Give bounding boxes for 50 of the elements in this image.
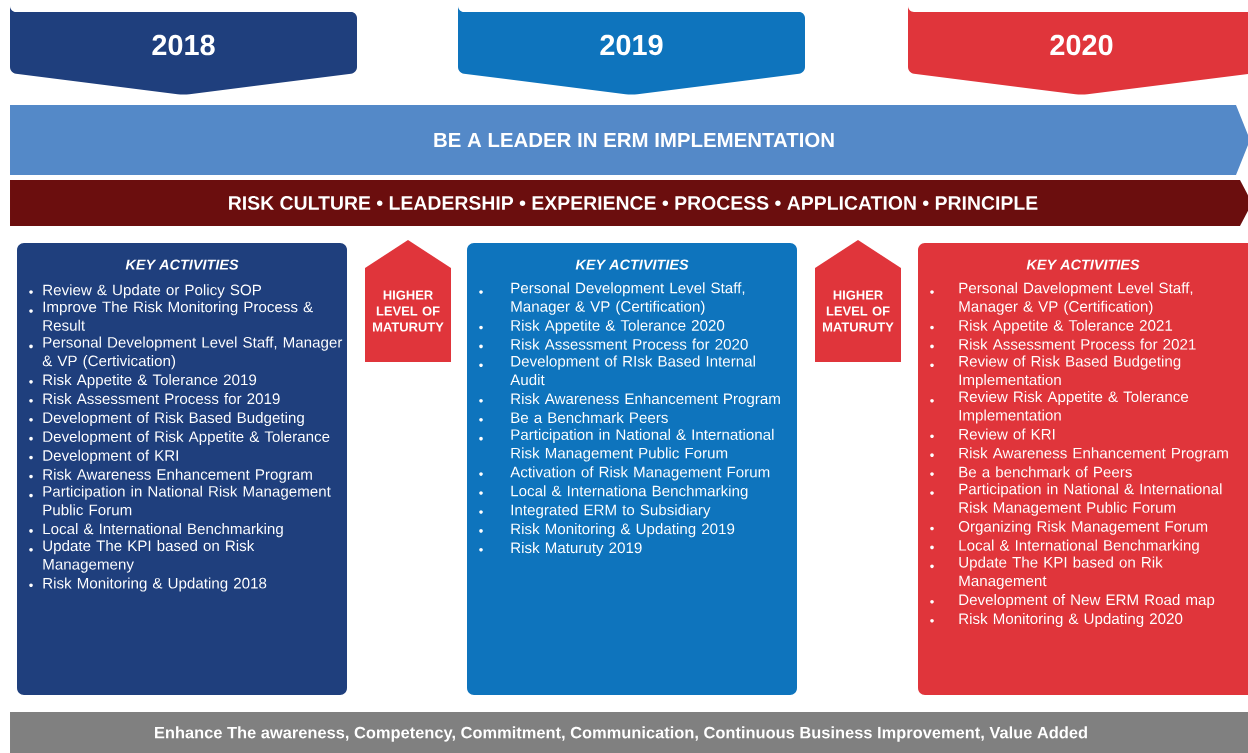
panel-heading: KEY ACTIVITIES <box>1026 259 1140 270</box>
list-item: Be a Benchmark Peers <box>511 411 668 423</box>
list-item: Participation in National & International Risk Management Public Forum <box>959 483 1222 516</box>
list-item: Risk Awareness Enhancement Program <box>511 393 780 408</box>
list-item: Development of New ERM Road map <box>959 594 1215 609</box>
list-item: Risk Appetite & Tolerance 2019 <box>43 374 257 389</box>
list-item: Review Risk Appetite & Tolerance Implementation <box>959 391 1189 424</box>
list-item: Review & Update or Policy SOP <box>43 284 261 299</box>
footer-band: Enhance The awareness, Competency, Commitment, Communication, Continuous Business Improvement, Value Added <box>10 712 1248 753</box>
list-item: Be a benchmark of Peers <box>959 466 1132 478</box>
list-item: Update The KPI based on Rik Management <box>959 556 1163 590</box>
list-item: Risk Appetite & Tolerance 2020 <box>511 319 725 334</box>
year-banner: 2020 <box>908 6 1248 95</box>
list-item: Local & International Benchmarking <box>959 539 1199 554</box>
list-item: Participation in National & International Risk Management Public Forum <box>511 428 774 462</box>
list-item: Local & International Benchmarking <box>43 523 283 538</box>
year-banner: 2019 <box>458 6 805 95</box>
arrow-band: RISK CULTURE • LEADERSHIP • EXPERIENCE • PROCESS • APPLICATION • PRINCIPLE <box>10 180 1248 226</box>
list-item: Improve The Risk Monitoring Process & Result <box>43 301 313 331</box>
list-item: Risk Monitoring & Updating 2020 <box>959 612 1183 628</box>
list-item: Development of Risk Based Budgeting <box>43 411 304 426</box>
arrow-band: BE A LEADER IN ERM IMPLEMENTATION <box>10 105 1248 175</box>
list-item: Risk Appetite & Tolerance 2021 <box>959 319 1173 334</box>
list-item: Risk Monitoring & Updating 2018 <box>43 577 267 592</box>
panel-heading: KEY ACTIVITIES <box>575 259 689 270</box>
list-item: Activation of Risk Management Forum <box>510 466 770 481</box>
maturity-tag: HIGHER LEVEL OF MATURUTY <box>815 240 901 362</box>
panel-heading: KEY ACTIVITIES <box>125 259 239 270</box>
list-item: Update The KPI based on Risk Managemeny <box>43 540 255 573</box>
list-item: Development of Risk Appetite & Tolerance <box>43 430 330 445</box>
list-item: Risk Monitoring & Updating 2019 <box>511 523 735 538</box>
list-item: Risk Assessment Process for 2020 <box>511 338 748 350</box>
year-banner: 2018 <box>10 6 357 95</box>
list-item: Development of RIsk Based Internal Audit <box>510 355 755 386</box>
list-item: Risk Assessment Process for 2019 <box>43 393 280 405</box>
list-item: Participation in National Risk Management Public Forum <box>43 485 331 516</box>
list-item: Risk Assessment Process for 2021 <box>959 338 1196 350</box>
list-item: Personal Development Level Staff, Manager & VP (Certivication) <box>42 336 343 370</box>
list-item: Organizing Risk Management Forum <box>958 520 1208 535</box>
list-item: Local & Internationa Benchmarking <box>511 485 748 500</box>
list-item: Personal Davelopment Level Staff, Manager & VP (Certification) <box>959 282 1193 315</box>
list-item: Review of KRI <box>959 428 1055 440</box>
list-item: Risk Awareness Enhancement Program <box>959 447 1228 462</box>
maturity-tag: HIGHER LEVEL OF MATURUTY <box>365 240 451 362</box>
list-item: Integrated ERM to Subsidiary <box>511 504 711 519</box>
list-item: Personal Development Level Staff, Manager & VP (Certification) <box>511 282 745 315</box>
list-item: Risk Maturuty 2019 <box>511 542 642 557</box>
list-item: Risk Awareness Enhancement Program <box>43 468 312 483</box>
list-item: Development of KRI <box>43 449 178 464</box>
list-item: Review of Risk Based Budgeting Implementation <box>959 355 1181 389</box>
